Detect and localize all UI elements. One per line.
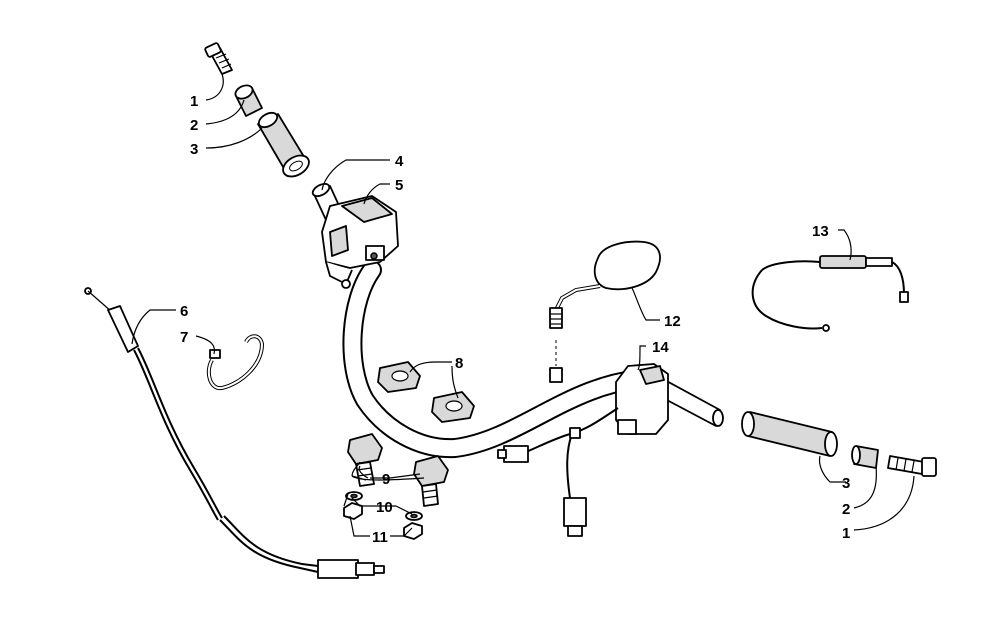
- washer-1: [345, 491, 363, 501]
- callout-2-left: 2: [190, 117, 198, 134]
- switch-wiring-harness: [497, 407, 619, 537]
- mirror-mount-stud: [549, 340, 563, 383]
- right-bar-end-weight: [851, 445, 879, 469]
- callout-12: 12: [664, 313, 681, 330]
- clutch-cable: [84, 287, 385, 579]
- callout-10: 10: [376, 499, 393, 516]
- callout-7: 7: [180, 329, 188, 346]
- left-switch-housing: [321, 195, 399, 289]
- callout-labels: 1 2 3 4 5 6 7 8 9 10 11 12 14 13 3 2 1: [180, 93, 850, 546]
- callout-5: 5: [395, 177, 403, 194]
- callout-9: 9: [382, 471, 390, 488]
- callout-11: 11: [372, 529, 388, 546]
- right-switch-housing: [615, 363, 669, 435]
- leader-lines: [131, 73, 915, 537]
- callout-1-left: 1: [190, 93, 198, 110]
- cable-clip: [206, 334, 265, 391]
- nut-2: [403, 522, 423, 540]
- callout-13: 13: [812, 223, 829, 240]
- left-grip: [257, 111, 310, 178]
- callout-1-right: 1: [842, 525, 850, 542]
- upper-clamp-2: [431, 391, 475, 423]
- callout-4: 4: [395, 153, 404, 170]
- mirror: [549, 240, 661, 329]
- washer-2: [405, 511, 423, 521]
- callout-14: 14: [652, 339, 669, 356]
- upper-clamp-1: [377, 361, 421, 393]
- callout-3-left: 3: [190, 141, 198, 158]
- callout-3-right: 3: [842, 475, 850, 492]
- right-grip: [741, 411, 838, 457]
- callout-8: 8: [455, 355, 463, 372]
- lower-riser-2: [413, 455, 449, 507]
- left-bar-end-bolt: [204, 42, 233, 75]
- nut-1: [343, 502, 363, 520]
- callout-6: 6: [180, 303, 188, 320]
- throttle-cable: [751, 255, 909, 332]
- left-bar-end-weight: [234, 84, 263, 117]
- right-bar-end-bolt: [887, 455, 937, 477]
- callout-2-right: 2: [842, 501, 850, 518]
